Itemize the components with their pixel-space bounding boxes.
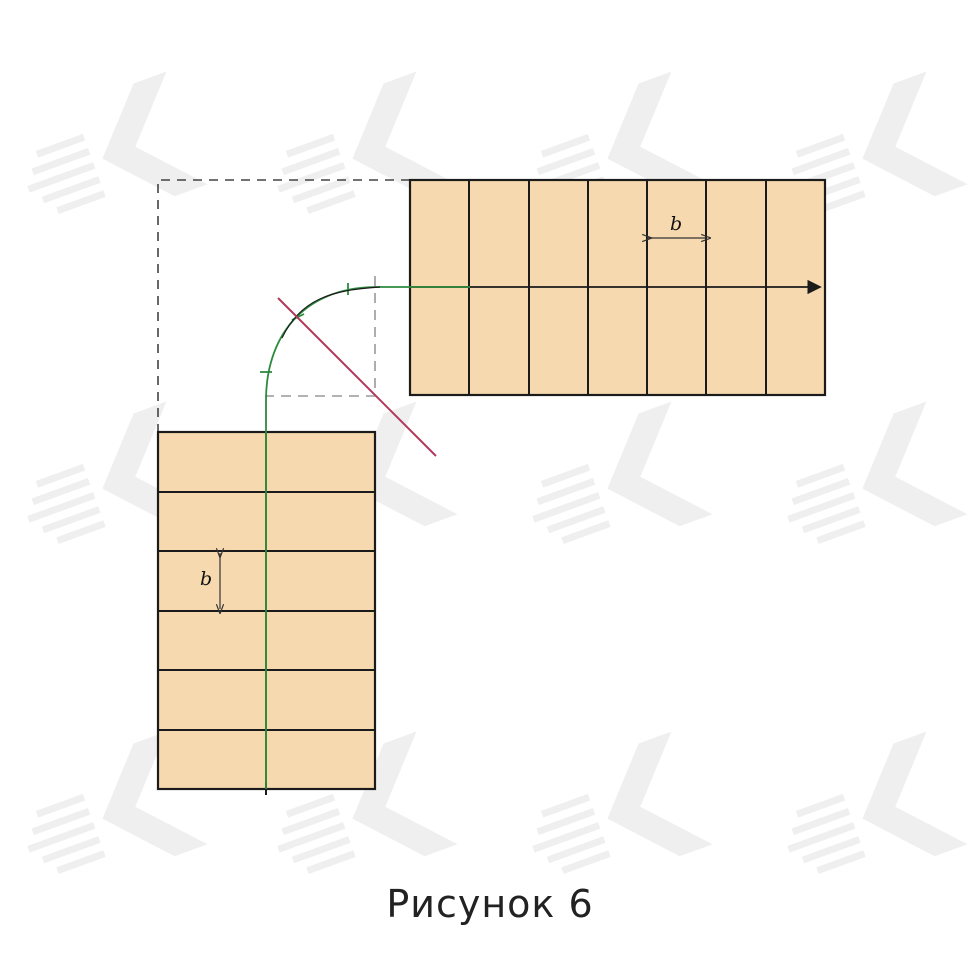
inner-curve [281, 286, 381, 339]
upper-flight [408, 178, 827, 397]
diagonal-winder-line [277, 297, 437, 457]
figure-caption: Рисунок 6 [386, 882, 594, 926]
watermark-logo [511, 731, 713, 903]
watermark-logo [511, 401, 713, 573]
dimension-b-top: b [647, 213, 706, 238]
dashed-landing-outline [157, 179, 410, 432]
watermark-logo [766, 731, 968, 903]
dimension-b-left: b [200, 553, 220, 609]
watermark-logo [6, 71, 208, 243]
dimension-label-b-top: b [670, 213, 682, 235]
dimension-label-b-left: b [200, 568, 212, 590]
watermark-logo [766, 401, 968, 573]
